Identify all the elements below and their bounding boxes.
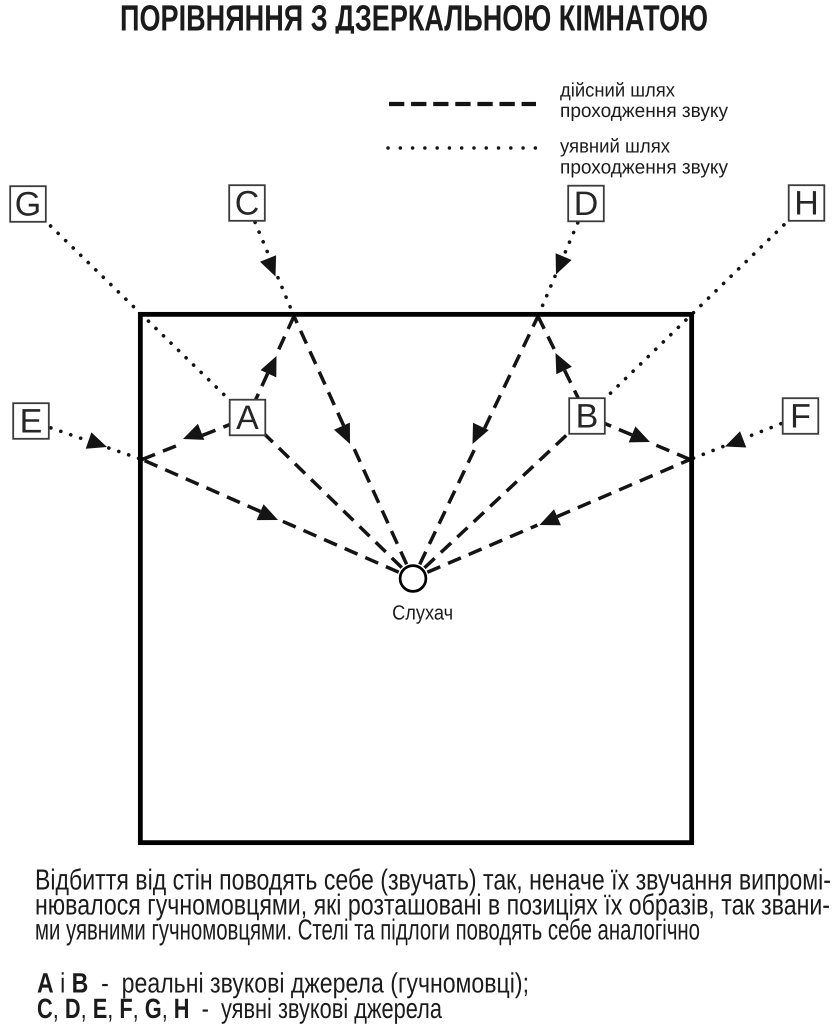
svg-text:нювалося гучномовцями, які роз: нювалося гучномовцями, які розташовані в…: [35, 890, 830, 922]
svg-text:ПОРІВНЯННЯ З ДЗЕРКАЛЬНОЮ КІМНА: ПОРІВНЯННЯ З ДЗЕРКАЛЬНОЮ КІМНАТОЮ: [120, 0, 708, 39]
svg-text:Відбиття від стін поводять себ: Відбиття від стін поводять себе (звучать…: [35, 865, 831, 897]
svg-text:A: A: [236, 399, 259, 437]
svg-text:C: C: [235, 185, 260, 223]
svg-text:G: G: [15, 186, 41, 224]
svg-text:проходження звуку: проходження звуку: [560, 100, 728, 122]
svg-text:C, D, E, F, G, H - уявні зву: C, D, E, F, G, H - уявні звукові джерела: [37, 993, 442, 1024]
svg-text:F: F: [790, 398, 811, 436]
svg-text:дійсний шлях: дійсний шлях: [560, 80, 675, 102]
svg-text:А і В - реальні звукові джер: А і В - реальні звукові джерела (гучномо…: [37, 968, 529, 999]
svg-text:B: B: [576, 398, 599, 436]
svg-text:Слухач: Слухач: [392, 602, 453, 625]
svg-text:уявний шлях: уявний шлях: [560, 136, 670, 158]
svg-text:E: E: [20, 403, 43, 441]
svg-text:D: D: [574, 185, 599, 223]
svg-text:ми уявними гучномовцями. Стелі: ми уявними гучномовцями. Стелі та підлог…: [35, 915, 700, 947]
svg-text:проходження звуку: проходження звуку: [560, 156, 728, 178]
svg-text:H: H: [794, 185, 819, 223]
